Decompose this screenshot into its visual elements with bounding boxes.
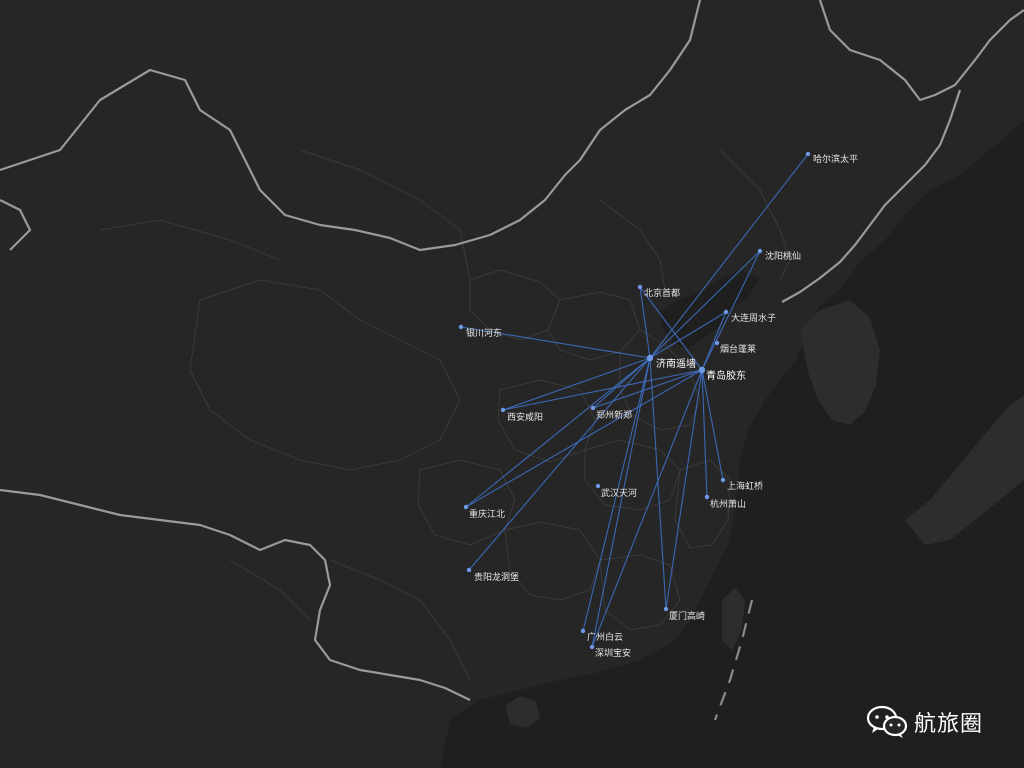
- city-marker-chongqing: [463, 504, 469, 510]
- city-marker-yantai: [714, 340, 720, 346]
- city-marker-xian: [500, 407, 506, 413]
- land-korea: [800, 300, 880, 425]
- sea-areas: [440, 120, 1024, 768]
- city-marker-qingdao: [698, 366, 706, 374]
- city-label-beijing: 北京首都: [644, 287, 680, 299]
- route-qingdao-zhengzhou: [592, 369, 703, 409]
- route-qingdao-hangzhou: [701, 369, 708, 498]
- city-marker-xiamen: [663, 606, 669, 612]
- route-qingdao-shenyang: [701, 250, 761, 371]
- route-jinan-beijing: [639, 286, 651, 359]
- city-marker-dalian: [723, 309, 729, 315]
- city-marker-yinchuan: [458, 324, 464, 330]
- route-jinan-xiamen: [649, 357, 667, 610]
- sea-east: [440, 120, 1024, 768]
- route-jinan-shenyang: [649, 250, 761, 359]
- city-label-zhengzhou: 郑州新郑: [596, 409, 632, 421]
- city-marker-zhengzhou: [590, 405, 596, 411]
- border-northeast: [818, 0, 1024, 102]
- city-marker-shenzhen: [589, 644, 595, 650]
- land-hainan: [505, 696, 540, 728]
- country-borders: [0, 0, 1024, 701]
- route-qingdao-shanghai: [701, 369, 724, 481]
- route-jinan-harbin: [649, 153, 809, 359]
- route-jinan-guangzhou: [582, 357, 651, 632]
- city-marker-beijing: [637, 284, 643, 290]
- land-taiwan: [722, 588, 745, 650]
- land-islands: [505, 300, 1024, 728]
- route-qingdao-dalian: [701, 311, 727, 371]
- city-label-shenzhen: 深圳宝安: [595, 647, 631, 659]
- city-label-xian: 西安咸阳: [507, 411, 543, 423]
- city-label-xiamen: 厦门高崎: [669, 610, 705, 622]
- wechat-icon: [866, 705, 908, 738]
- city-marker-guiyang: [466, 567, 472, 573]
- route-jinan-yinchuan: [460, 326, 651, 359]
- route-qingdao-xiamen: [665, 369, 703, 610]
- route-qingdao-shenzhen: [591, 369, 703, 648]
- city-label-guangzhou: 广州白云: [587, 631, 623, 643]
- watermark: 航旅圈: [866, 704, 983, 740]
- border-northeast-korea: [781, 89, 962, 303]
- route-qingdao-chongqing: [465, 369, 703, 508]
- route-jinan-dalian: [649, 311, 727, 359]
- city-label-shanghai: 上海虹桥: [727, 480, 763, 492]
- province-borders: [99, 149, 791, 681]
- city-label-chongqing: 重庆江北: [469, 508, 505, 520]
- city-marker-wuhan: [595, 483, 601, 489]
- border-southwest: [0, 488, 471, 701]
- dashed-maritime-line: [713, 599, 754, 721]
- city-label-yinchuan: 银川河东: [466, 327, 502, 339]
- city-marker-hangzhou: [704, 494, 710, 500]
- city-marker-shenyang: [757, 248, 763, 254]
- border-west: [0, 199, 32, 251]
- land-japan: [905, 395, 1024, 545]
- city-label-shenyang: 沈阳桃仙: [765, 250, 801, 262]
- city-label-qingdao: 青岛胶东: [706, 369, 746, 382]
- route-jinan-chongqing: [465, 357, 651, 508]
- city-marker-harbin: [805, 151, 811, 157]
- city-label-guiyang: 贵阳龙洞堡: [474, 571, 519, 583]
- route-qingdao-xian: [502, 369, 703, 411]
- city-label-dalian: 大连周水子: [731, 312, 776, 324]
- watermark-text: 航旅圈: [914, 712, 984, 737]
- city-label-jinan: 济南遥墙: [656, 357, 696, 370]
- route-jinan-xian: [502, 357, 651, 411]
- city-marker-jinan: [646, 354, 654, 362]
- route-jinan-guiyang: [468, 357, 651, 571]
- city-label-harbin: 哈尔滨太平: [813, 153, 858, 165]
- city-label-yantai: 烟台蓬莱: [720, 343, 756, 355]
- city-marker-guangzhou: [580, 628, 586, 634]
- city-label-hangzhou: 杭州萧山: [710, 498, 746, 510]
- city-marker-shanghai: [720, 477, 726, 483]
- route-qingdao-beijing: [639, 286, 703, 371]
- route-lines: [460, 153, 809, 648]
- sea-bohai: [660, 270, 760, 350]
- border-north-mongolia: [0, 0, 702, 252]
- city-label-wuhan: 武汉天河: [601, 487, 637, 499]
